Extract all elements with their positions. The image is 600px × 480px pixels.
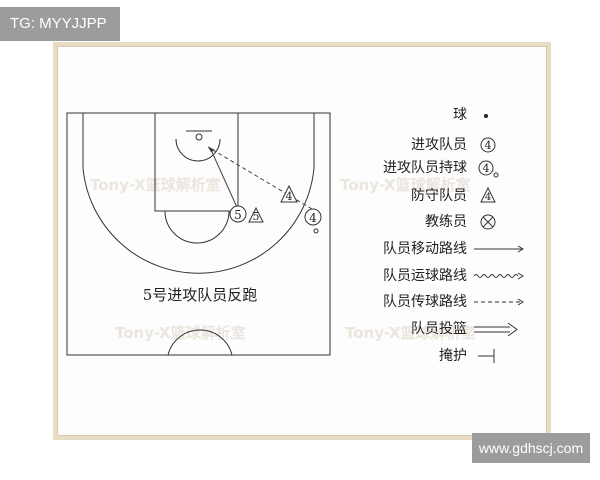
legend-dribble-symbol — [473, 272, 524, 280]
top-watermark-badge: TG: MYYJJPP — [0, 7, 120, 41]
court-watermark-3: Tony-X篮球解析室 — [115, 324, 246, 342]
legend-shot-label: 队员投篮 — [411, 321, 467, 337]
free-throw-circle-lower — [164, 210, 230, 244]
defense-4-marker — [280, 184, 298, 203]
offense-5-cut-line — [211, 151, 241, 215]
ball-marker — [313, 228, 319, 234]
half-court — [66, 112, 331, 356]
defense-5-marker — [248, 206, 264, 223]
three-point-line — [82, 113, 315, 274]
basket-rim — [195, 133, 203, 141]
legend-dribble-label: 队员运球路线 — [383, 268, 467, 284]
diagram-frame — [53, 42, 551, 440]
free-throw-lane — [154, 112, 239, 212]
legend-defense-label: 防守队员 — [411, 188, 467, 204]
legend-ball-label: 球 — [453, 107, 467, 123]
center-circle — [167, 329, 233, 356]
legend-offense-ball-number: 4 — [483, 162, 490, 175]
defense-5-number: 5 — [253, 210, 260, 223]
frame-inner-border — [57, 46, 547, 436]
legend-offense-symbol — [480, 137, 496, 153]
legend-offense-number: 4 — [485, 139, 492, 152]
bottom-watermark-badge: www.gdhscj.com — [472, 433, 590, 463]
legend-pass-label: 队员传球路线 — [383, 294, 467, 310]
legend-offense-ball-symbol — [478, 160, 494, 176]
legend-shot-symbol — [474, 322, 518, 337]
defense-4-number: 4 — [286, 190, 293, 203]
court-watermark-2: Tony-X篮球解析室 — [340, 176, 471, 194]
play-caption: 5号进攻队员反跑 — [143, 286, 258, 304]
offense-5-marker — [229, 205, 247, 223]
legend: 球 进攻队员 4 进攻队员持球 4 防守队员 4 教练员 队员移动路线 队员运球… — [383, 107, 524, 364]
legend-defense-symbol — [480, 186, 496, 203]
legend-coach-symbol — [480, 214, 496, 230]
legend-pass-symbol — [474, 298, 524, 306]
court-boundary — [66, 112, 331, 356]
pass-line — [212, 149, 313, 210]
legend-coach-label: 教练员 — [425, 214, 467, 230]
legend-move-label: 队员移动路线 — [383, 241, 467, 257]
offense-5-number: 5 — [234, 208, 242, 222]
legend-move-symbol — [474, 245, 524, 253]
restricted-area-arc — [175, 138, 221, 162]
legend-screen-symbol — [478, 349, 495, 363]
legend-defense-number: 4 — [485, 192, 491, 203]
players: 5 5 4 4 — [229, 184, 322, 234]
legend-offense-label: 进攻队员 — [411, 137, 467, 153]
offense-4-marker — [304, 208, 322, 226]
play-lines — [207, 146, 313, 215]
legend-screen-label: 掩护 — [439, 348, 467, 364]
arrow-head — [207, 146, 215, 153]
offense-4-number: 4 — [309, 211, 317, 225]
legend-ball-symbol — [484, 114, 488, 118]
legend-held-ball-symbol — [493, 172, 499, 178]
legend-offense-ball-label: 进攻队员持球 — [383, 160, 467, 176]
court-watermark-4: Tony-X篮球解析室 — [345, 324, 476, 342]
